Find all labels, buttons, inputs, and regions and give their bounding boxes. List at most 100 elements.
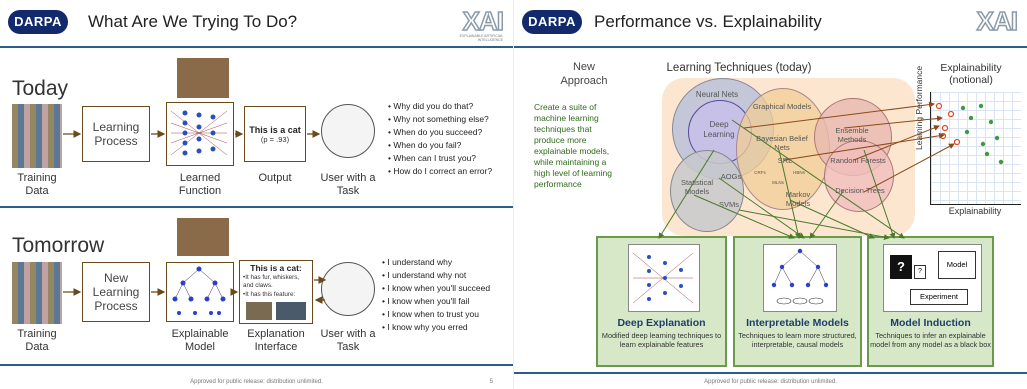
interface-title: This is a cat: [250,263,302,273]
graphical-models-label: Graphical Models [752,102,812,111]
srl-label: SRL [777,156,793,165]
today-learning-process-box: Learning Process [82,106,150,162]
interface-line: •It has fur, whiskers, and claws. [243,274,300,289]
explanation-interface-box: This is a cat: •It has fur, whiskers, an… [239,260,313,324]
black-box-icon: ? [914,265,926,279]
box-description: Modified deep learning techniques to lea… [601,331,722,349]
answer-item: I understand why [382,256,490,269]
question-item: How do I correct an error? [388,165,492,178]
feature-image [246,302,272,320]
confused-user-icon [321,104,375,158]
model-label: Model [938,251,976,279]
answer-item: I know why you erred [382,321,490,334]
today-questions-list: Why did you do that? Why not something e… [388,100,492,178]
question-item: When do you succeed? [388,126,492,139]
plot-x-axis-label: Explainability [948,206,1002,216]
explanation-interface-label: Explanation Interface [247,328,305,353]
slide-performance-vs-explainability: DARPA Performance vs. Explainability XAI… [514,0,1027,389]
question-item: Why did you do that? [388,100,492,113]
darpa-logo: DARPA [522,10,582,34]
tomorrow-user-label: User with a Task [320,328,376,353]
deep-network-thumbnail [628,244,700,312]
svms-label: SVMs [718,200,739,209]
xai-logo-subtitle: EXPLAINABLE ARTIFICIAL INTELLIGENCE [459,34,503,42]
graphical-models-region [736,88,830,210]
explainable-model-label: Explainable Model [171,328,229,353]
title-rule [0,46,513,48]
box-title: Interpretable Models [746,317,849,329]
mlns-label: MLNs [772,180,784,185]
footer-rule [0,364,513,366]
interpretable-models-box: Interpretable Models Techniques to learn… [733,236,862,367]
darpa-logo: DARPA [8,10,68,34]
aogs-label: AOGs [720,172,742,181]
neural-network-diagram [166,102,234,166]
answer-item: I know when you'll succeed [382,282,490,295]
answer-item: I know when you'll fail [382,295,490,308]
output-title: This is a cat [249,124,301,135]
question-item: When do you fail? [388,139,492,152]
ensemble-methods-label: Ensemble Methods [835,126,869,144]
slide1-arrows [63,130,327,304]
random-forests-label: Random Forests [830,156,886,165]
explainable-model-diagram [166,262,234,322]
deep-learning-label: Deep Learning [703,120,735,139]
neural-nets-label: Neural Nets [695,90,739,99]
box-description: Techniques to infer an explainable model… [870,331,991,349]
footer-text: Approved for public release: distributio… [704,379,837,385]
answer-item: I understand why not [382,269,490,282]
slide-divider [513,0,514,389]
footer-rule [514,372,1027,374]
section-rule [0,206,513,208]
model-tree-thumbnail [763,244,837,312]
approach-description: Create a suite of machine learning techn… [534,102,612,189]
box-title: Model Induction [890,317,971,329]
tomorrow-answers-list: I understand why I understand why not I … [382,256,490,334]
explainability-heading: Explainability (notional) [940,62,1002,86]
slide-title: What Are We Trying To Do? [88,12,298,31]
slide-what-are-we-trying-to-do: DARPA What Are We Trying To Do? XAI EXPL… [0,0,513,389]
xai-logo: XAI [462,5,505,37]
tomorrow-learning-process-box: New Learning Process [82,262,150,322]
output-probability: (p = .93) [260,134,290,144]
box-description: Techniques to learn more structured, int… [738,331,857,349]
training-data-image [12,262,62,324]
page-number: 5 [489,379,493,385]
title-rule [514,46,1027,48]
today-user-label: User with a Task [320,172,376,197]
model-induction-box: ? ? Model Experiment Model Induction Tec… [867,236,994,367]
output-box: This is a cat (p = .93) [244,106,306,162]
bayesian-belief-nets-label: Bayesian Belief Nets [756,134,808,152]
statistical-models-label: Statistical Models [680,178,714,196]
black-box-icon: ? [890,255,912,279]
tomorrow-heading: Tomorrow [12,234,105,257]
question-item: When can I trust you? [388,152,492,165]
slide-title: Performance vs. Explainability [594,12,822,31]
cat-image [177,218,229,256]
xai-logo: XAI [976,5,1019,37]
feature-image [276,302,306,320]
deep-explanation-box: Deep Explanation Modified deep learning … [596,236,727,367]
new-approach-heading: New Approach [560,61,608,87]
techniques-heading: Learning Techniques (today) [666,62,812,74]
learned-function-label: Learned Function [178,172,222,197]
answer-item: I know when to trust you [382,308,490,321]
question-item: Why not something else? [388,113,492,126]
output-label: Output [258,172,292,184]
model-induction-thumbnail: ? ? Model Experiment [883,244,982,312]
interface-line: •It has this feature: [243,291,296,298]
footer-text: Approved for public release: distributio… [190,379,323,385]
tomorrow-training-data-label: Training Data [17,328,57,353]
crfs-label: CRFs [754,170,766,175]
today-training-data-label: Training Data [17,172,57,197]
cat-image [177,58,229,98]
statistical-models-region [670,150,744,232]
slide2-arrows [658,101,955,241]
experiment-label: Experiment [910,289,968,305]
decision-trees-label: Decision Trees [835,186,885,195]
training-data-image [12,104,62,168]
happy-user-icon [321,262,375,316]
today-heading: Today [12,77,69,100]
hbns-label: HBNs [793,170,805,175]
box-title: Deep Explanation [617,317,706,329]
